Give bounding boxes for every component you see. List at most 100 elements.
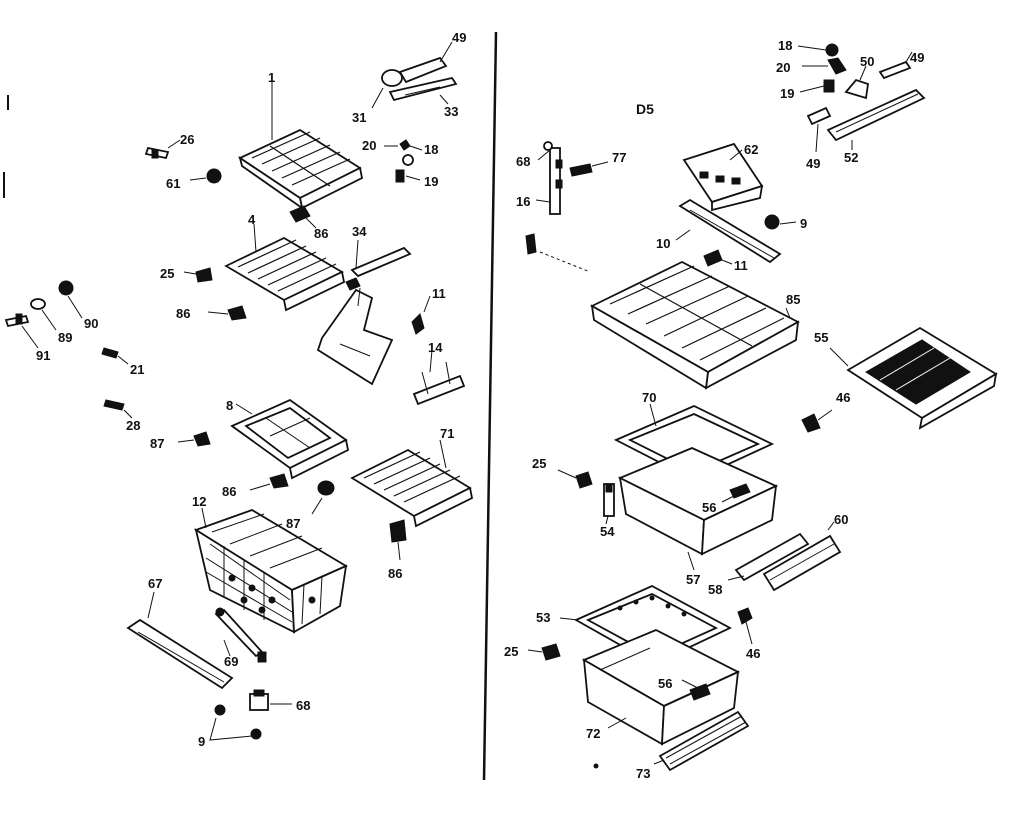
part-9-knob	[764, 214, 780, 230]
part-9-nut	[214, 704, 226, 716]
part-46-clip-b	[737, 607, 753, 625]
callout-20: 20	[362, 138, 376, 153]
part-21-screw	[101, 347, 119, 359]
callout-56: 56	[702, 500, 716, 515]
callout-26: 26	[180, 132, 194, 147]
callout-87: 87	[286, 516, 300, 531]
part-86-clip-d	[389, 519, 407, 543]
part-53-crisper-lid	[574, 584, 732, 666]
part-52-rail	[826, 88, 926, 142]
callout-20: 20	[776, 60, 790, 75]
part-86-clip	[289, 205, 311, 223]
callout-86: 86	[176, 306, 190, 321]
callout-72: 72	[586, 726, 600, 741]
callout-18: 18	[424, 142, 438, 157]
callout-67: 67	[148, 576, 162, 591]
part-68-bracket	[249, 689, 269, 711]
part-8-shelf-frame	[230, 398, 350, 480]
callout-62: 62	[744, 142, 758, 157]
callout-25: 25	[160, 266, 174, 281]
callout-12: 12	[192, 494, 206, 509]
center-divider	[482, 31, 498, 781]
part-26-screw	[144, 146, 170, 160]
part-4-shelf	[224, 236, 346, 312]
callout-73: 73	[636, 766, 650, 781]
part-69-rod	[214, 607, 267, 663]
part-90-knob	[58, 280, 74, 296]
part-86-clip-c	[269, 473, 289, 489]
callout-55: 55	[814, 330, 828, 345]
part-72-crisper-drawer	[581, 629, 741, 746]
part-25-clip-c	[575, 471, 593, 489]
part-71-shelf	[350, 448, 474, 528]
part-87-knob	[317, 480, 335, 496]
callout-8: 8	[226, 398, 233, 413]
callout-52: 52	[844, 150, 858, 165]
callout-46: 46	[746, 646, 760, 661]
callout-10: 10	[656, 236, 670, 251]
callout-56: 56	[658, 676, 672, 691]
callout-50: 50	[860, 54, 874, 69]
callout-57: 57	[686, 572, 700, 587]
part-14-rail	[412, 361, 466, 406]
part-86-clip-b	[227, 305, 247, 321]
stray-dot	[593, 763, 599, 769]
part-85-shelf	[590, 260, 800, 390]
callout-34: 34	[352, 224, 367, 239]
part-61-knob	[206, 168, 222, 184]
callout-49: 49	[910, 50, 924, 65]
part-18-20-19-hardware	[823, 43, 847, 93]
part-62-door-bin	[682, 142, 764, 212]
callout-90: 90	[84, 316, 98, 331]
part-10-rail	[678, 198, 782, 264]
part-77-screw	[569, 163, 593, 177]
callout-60: 60	[834, 512, 848, 527]
callout-11: 11	[432, 286, 446, 301]
callout-33: 33	[444, 104, 458, 119]
part-hinge-pin	[525, 233, 537, 255]
callout-28: 28	[126, 418, 140, 433]
callout-68: 68	[516, 154, 530, 169]
callout-86: 86	[388, 566, 402, 581]
callout-58: 58	[708, 582, 722, 597]
callout-19: 19	[424, 174, 438, 189]
part-11-clip	[411, 313, 425, 335]
callout-14: 14	[428, 340, 443, 355]
part-crisper-drawer-small	[316, 288, 394, 386]
callout-70: 70	[642, 390, 656, 405]
part-1-shelf	[238, 128, 364, 211]
callout-16: 16	[516, 194, 530, 209]
callout-89: 89	[58, 330, 72, 345]
part-54-bracket	[603, 483, 615, 517]
callout-9: 9	[800, 216, 807, 231]
callout-86: 86	[222, 484, 236, 499]
callout-46: 46	[836, 390, 850, 405]
callout-4: 4	[248, 212, 256, 227]
callout-69: 69	[224, 654, 238, 669]
callout-77: 77	[612, 150, 626, 165]
part-60-handle	[762, 534, 842, 592]
part-49-31-33	[381, 56, 458, 102]
callout-53: 53	[536, 610, 550, 625]
part-12-wire-basket	[193, 509, 348, 634]
part-89-spacer	[30, 298, 46, 310]
part-28-screw	[103, 399, 125, 411]
callout-68: 68	[296, 698, 310, 713]
part-34-bracket	[345, 246, 412, 291]
callout-49: 49	[806, 156, 820, 171]
callout-49: 49	[452, 30, 466, 45]
callout-31: 31	[352, 110, 366, 125]
callout-19: 19	[780, 86, 794, 101]
callout-1: 1	[268, 70, 275, 85]
section-label: D5	[636, 101, 654, 117]
callout-9: 9	[198, 734, 205, 749]
part-73-handle	[658, 710, 750, 772]
callout-91: 91	[36, 348, 50, 363]
part-67-rail	[126, 618, 234, 690]
part-50-cap	[844, 78, 869, 100]
part-91-screw	[4, 313, 30, 328]
callout-21: 21	[130, 362, 144, 377]
part-55-shelf	[846, 326, 998, 430]
part-25-clip-d	[541, 643, 561, 661]
